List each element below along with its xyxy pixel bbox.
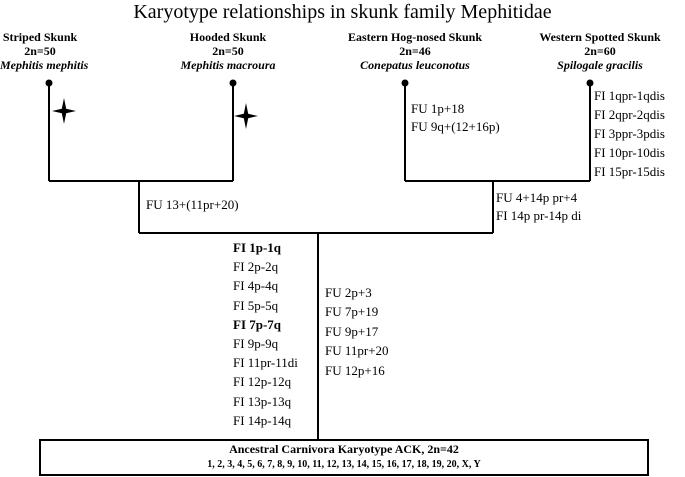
species-chromosome-count: 2n=50 [212, 44, 244, 58]
star-icon [234, 103, 258, 129]
species-common-name: Striped Skunk [2, 30, 78, 44]
event-label: FI 14p pr-14p di [496, 208, 582, 223]
ancestor-box [39, 439, 649, 476]
tree-branches [48, 84, 591, 440]
conepatus-events: FU 1p+18 FU 9q+(12+16p) [411, 100, 500, 136]
species-latin-name: Conepatus leuconotus [360, 58, 470, 72]
tip-dot-striped-skunk [45, 79, 53, 87]
species-chromosome-count: 2n=60 [584, 44, 616, 58]
event-label: FU 1p+18 [411, 101, 465, 116]
event-label: FI 7p-7q [233, 316, 282, 332]
ancestor-chromosome-list: 1, 2, 3, 4, 5, 6, 7, 8, 9, 10, 11, 12, 1… [207, 459, 481, 470]
event-label: FI 1qpr-1qdis [594, 88, 665, 103]
species-hooded-skunk: Hooded Skunk 2n=50 Mephitis macroura [168, 30, 288, 72]
species-striped-skunk: Striped Skunk 2n=50 Mephitis mephitis [0, 30, 89, 72]
tip-dot-spotted-skunk [586, 79, 594, 87]
tip-dot-hog-nosed-skunk [401, 79, 409, 87]
trunk-fission-events: FI 1p-1q FI 2p-2q FI 4p-4q FI 5p-5q FI 7… [233, 238, 298, 430]
species-latin-name: Spilogale gracilis [557, 58, 643, 72]
event-label: FU 9p+17 [325, 323, 379, 339]
event-label: FU 2p+3 [325, 285, 372, 300]
tip-dot-hooded-skunk [229, 79, 237, 87]
event-label: FI 2qpr-2qdis [594, 107, 665, 122]
event-label: FI 12p-12q [233, 374, 292, 390]
event-label: FI 15pr-15dis [594, 164, 665, 179]
event-label: FI 2p-2q [233, 259, 279, 275]
species-chromosome-count: 2n=50 [24, 44, 56, 58]
species-spotted-skunk: Western Spotted Skunk 2n=60 Spilogale gr… [519, 30, 681, 72]
event-label: FU 13+(11pr+20) [146, 197, 239, 212]
event-label: FI 1p-1q [233, 240, 282, 255]
event-label: FU 11pr+20 [325, 343, 389, 359]
event-label: FI 11pr-11di [233, 355, 298, 371]
event-label: FI 3ppr-3pdis [594, 126, 665, 141]
trunk-fusion-events: FU 2p+3 FU 7p+19 FU 9p+17 FU 11pr+20 FU … [325, 283, 389, 380]
species-hog-nosed-skunk: Eastern Hog-nosed Skunk 2n=46 Conepatus … [335, 30, 495, 72]
star-markers [52, 98, 258, 129]
species-common-name: Western Spotted Skunk [539, 30, 661, 44]
species-chromosome-count: 2n=46 [399, 44, 431, 58]
event-label: FI 5p-5q [233, 297, 279, 313]
event-label: FI 14p-14q [233, 412, 292, 428]
conepatus-spilogale-clade-events: FU 4+14p pr+4 FI 14p pr-14p di [496, 189, 581, 225]
spilogale-events: FI 1qpr-1qdis FI 2qpr-2qdis FI 3ppr-3pdi… [594, 86, 665, 181]
mephitis-clade-events: FU 13+(11pr+20) [146, 196, 239, 214]
event-label: FI 4p-4q [233, 278, 279, 294]
event-label: FI 13p-13q [233, 393, 292, 409]
event-label: FU 9q+(12+16p) [411, 119, 500, 134]
diagram-title: Karyotype relationships in skunk family … [133, 1, 552, 23]
tip-dots [45, 79, 594, 87]
species-latin-name: Mephitis macroura [180, 58, 276, 72]
event-label: FI 10pr-10dis [594, 145, 665, 160]
species-latin-name: Mephitis mephitis [0, 58, 89, 72]
species-common-name: Eastern Hog-nosed Skunk [347, 30, 483, 44]
event-label: FU 7p+19 [325, 304, 379, 320]
ancestor-title: Ancestral Carnivora Karyotype ACK, 2n=42 [229, 442, 459, 456]
event-label: FU 12p+16 [325, 362, 385, 378]
event-label: FI 9p-9q [233, 336, 279, 352]
species-common-name: Hooded Skunk [189, 30, 267, 44]
event-label: FU 4+14p pr+4 [496, 190, 578, 205]
star-icon [52, 98, 76, 124]
